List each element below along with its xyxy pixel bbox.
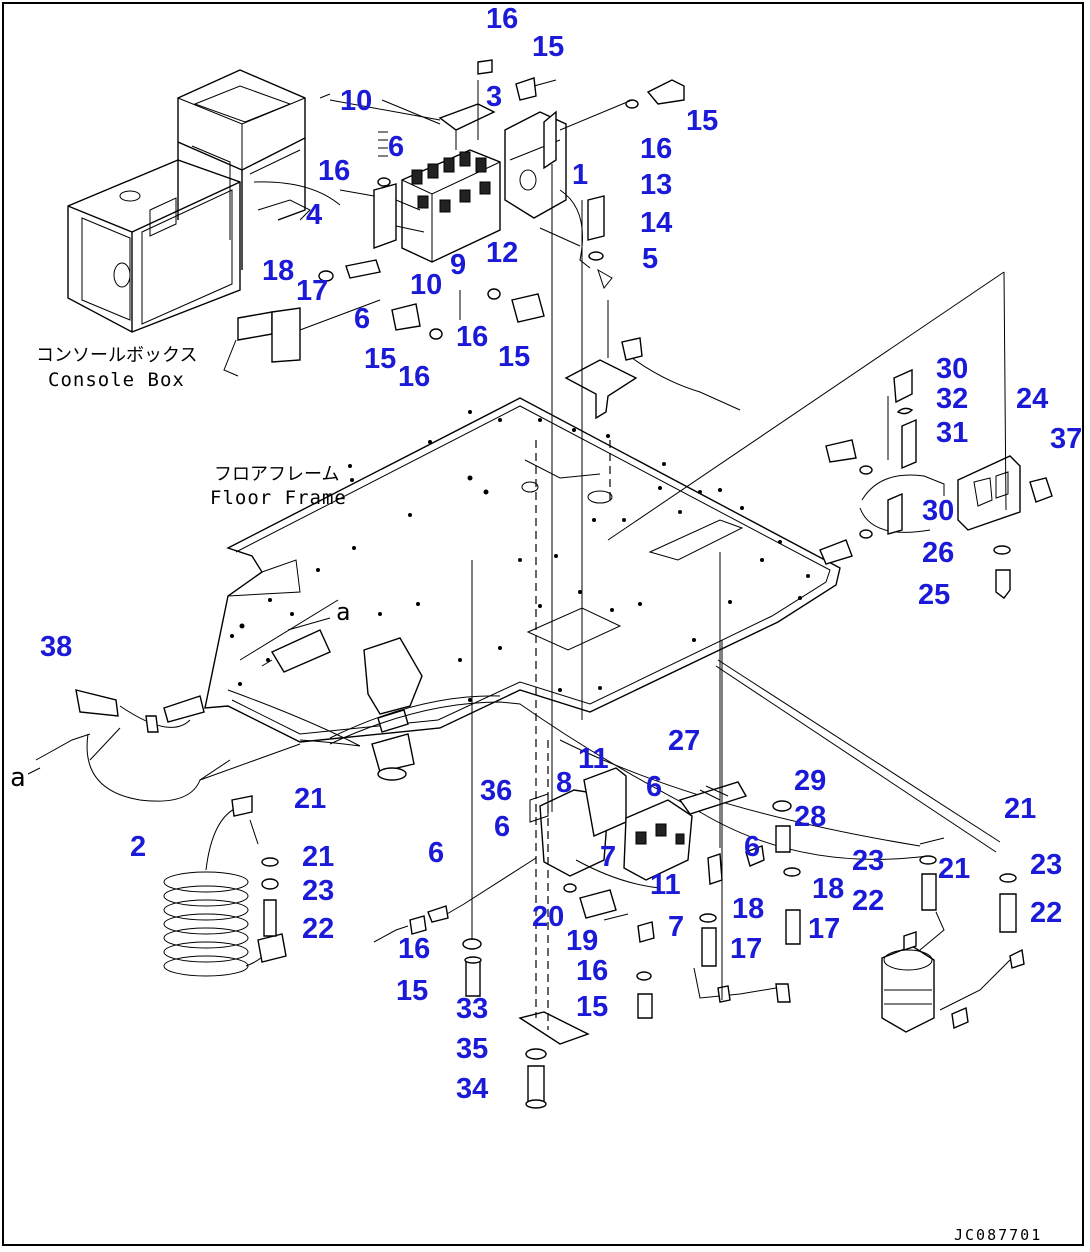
console-box-drawing — [67, 69, 331, 333]
section-markers: a a — [10, 598, 351, 793]
callout-23: 23 — [1030, 849, 1062, 881]
callout-31: 31 — [936, 417, 968, 449]
callout-36: 36 — [480, 775, 512, 807]
callout-6: 6 — [388, 131, 404, 163]
mid-bracket — [564, 337, 741, 420]
callout-27: 27 — [668, 725, 700, 757]
pedal-assembly — [261, 617, 423, 781]
callout-14: 14 — [640, 207, 672, 239]
callout-26: 26 — [922, 537, 954, 569]
callout-29: 29 — [794, 765, 826, 797]
callout-16: 16 — [456, 321, 488, 353]
callout-5: 5 — [642, 243, 658, 275]
callout-10: 10 — [410, 269, 442, 301]
callout-21: 21 — [1004, 793, 1036, 825]
callout-20: 20 — [532, 901, 564, 933]
callout-21: 21 — [302, 841, 334, 873]
callout-7: 7 — [668, 911, 684, 943]
callout-6: 6 — [354, 303, 370, 335]
callout-19: 19 — [566, 925, 598, 957]
callout-37: 37 — [1050, 423, 1082, 455]
callout-16: 16 — [398, 933, 430, 965]
callout-11: 11 — [650, 869, 681, 901]
callout-3: 3 — [486, 81, 502, 113]
callout-24: 24 — [1016, 383, 1048, 415]
floor-frame-drawing — [204, 397, 841, 743]
callout-10: 10 — [340, 85, 372, 117]
callout-6: 6 — [428, 837, 444, 869]
callout-33: 33 — [456, 993, 488, 1025]
callout-6: 6 — [646, 771, 662, 803]
callout-17: 17 — [296, 275, 328, 307]
callout-30: 30 — [936, 353, 968, 385]
callout-15: 15 — [532, 31, 564, 63]
callout-18: 18 — [732, 893, 764, 925]
callout-16: 16 — [486, 3, 518, 35]
svg-text:a: a — [336, 598, 351, 626]
callout-28: 28 — [794, 801, 826, 833]
callout-9: 9 — [450, 249, 466, 281]
callout-16: 16 — [576, 955, 608, 987]
callout-22: 22 — [302, 913, 334, 945]
callout-6: 6 — [744, 831, 760, 863]
callout-22: 22 — [852, 885, 884, 917]
callout-8: 8 — [556, 767, 572, 799]
callout-15: 15 — [396, 975, 428, 1007]
lower-valve-assembly — [427, 767, 792, 943]
callout-13: 13 — [640, 169, 672, 201]
callout-2: 2 — [130, 831, 146, 863]
callout-15: 15 — [364, 343, 396, 375]
callout-23: 23 — [302, 875, 334, 907]
callout-16: 16 — [318, 155, 350, 187]
callout-4: 4 — [306, 199, 322, 231]
svg-text:a: a — [10, 763, 27, 793]
floor-frame-label-en: Floor Frame — [210, 487, 347, 509]
callout-16: 16 — [640, 133, 672, 165]
callout-30: 30 — [922, 495, 954, 527]
callout-22: 22 — [1030, 897, 1062, 929]
callout-35: 35 — [456, 1033, 488, 1065]
callout-15: 15 — [686, 105, 718, 137]
callouts: 16 15 10 3 15 6 16 16 1 13 4 14 12 5 18 … — [40, 3, 1082, 1105]
console-box-label-jp: コンソールボックス — [36, 345, 197, 366]
callout-38: 38 — [40, 631, 72, 663]
callout-16: 16 — [398, 361, 430, 393]
callout-6: 6 — [494, 811, 510, 843]
callout-15: 15 — [498, 341, 530, 373]
callout-18: 18 — [262, 255, 294, 287]
bottom-fasteners — [373, 855, 1025, 1109]
left-harness — [35, 689, 361, 977]
callout-18: 18 — [812, 873, 844, 905]
control-valve-assembly — [339, 103, 613, 290]
callout-17: 17 — [730, 933, 762, 965]
long-hose — [329, 659, 1001, 860]
callout-11: 11 — [578, 743, 609, 775]
callout-21: 21 — [938, 853, 970, 885]
callout-21: 21 — [294, 783, 326, 815]
callout-34: 34 — [456, 1073, 488, 1105]
right-bracket-group — [607, 271, 1053, 599]
callout-23: 23 — [852, 845, 884, 877]
callout-1: 1 — [572, 159, 588, 191]
callout-25: 25 — [918, 579, 950, 611]
callout-7: 7 — [600, 841, 616, 873]
callout-12: 12 — [486, 237, 518, 269]
callout-15: 15 — [576, 991, 608, 1023]
console-bracket — [223, 181, 381, 377]
callout-32: 32 — [936, 383, 968, 415]
top-fasteners — [318, 59, 685, 340]
reference-lines — [239, 80, 889, 1030]
console-box-label-en: Console Box — [48, 369, 185, 391]
floor-frame-label-jp: フロアフレーム — [214, 464, 339, 485]
drawing-code: JC087701 — [954, 1226, 1042, 1244]
callout-17: 17 — [808, 913, 840, 945]
